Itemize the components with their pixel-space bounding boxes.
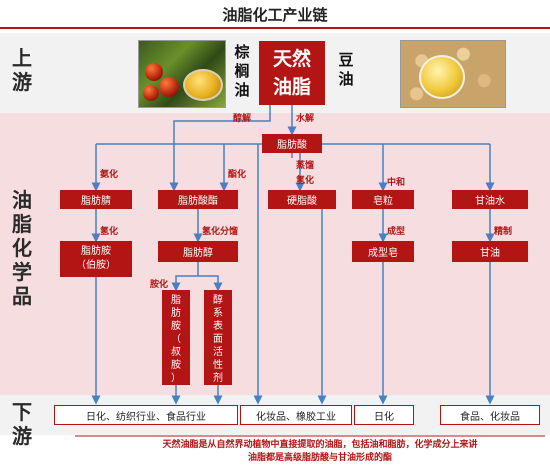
natural-oil-line2: 油脂 [272,76,311,98]
op-amination: 胺化 [150,280,169,290]
downstream-cosmetics-rubber: 化妆品、橡胶工业 [240,405,352,425]
node-stearic-acid: 硬脂酸 [268,190,336,209]
node-tertiary-amine: 脂肪胺（叔胺） [162,290,190,385]
footnote-line1: 天然油脂是从自然界动植物中直接提取的油脂，包括油和脂肪，化学成分上来讲 [162,440,478,450]
node-fatty-nitrile: 脂肪腈 [60,190,132,209]
node-primary-amine: 脂肪胺 （伯胺） [60,241,132,277]
op-forming: 成型 [387,227,406,237]
op-esterification: 酯化 [228,170,247,180]
primary-amine-line2: （伯胺） [76,260,116,271]
downstream-daily-chemicals: 日化 [354,405,414,425]
op-refining: 精制 [494,227,513,237]
op-hydrogenation: 氢化 [296,176,315,186]
node-fatty-ester: 脂肪酸酯 [158,190,238,209]
section-label-chemicals: 油脂化学品 [12,188,32,308]
natural-oil-line1: 天然 [272,48,311,70]
palm-fruit [159,77,179,97]
op-hydro-distillation: 氢化分馏 [202,227,239,237]
section-label-upstream: 上游 [12,46,32,94]
op-neutralization: 中和 [387,178,406,188]
node-fatty-acid: 脂肪酸 [262,134,322,153]
op-hydrogenation-nitrile: 氢化 [100,227,119,237]
oil-jar [419,55,465,99]
downstream-daily-textile-food: 日化、纺织行业、食品行业 [54,405,238,425]
op-hydrolysis: 水解 [296,114,315,124]
section-label-downstream: 下游 [12,400,32,448]
title-divider [0,27,550,29]
node-glycerin: 甘油 [452,241,528,262]
node-fatty-alcohol: 脂肪醇 [158,241,238,262]
node-alcohol-surfactant: 醇系表面活性剂 [204,290,232,385]
node-soap-pellet: 皂粒 [352,190,414,209]
primary-amine-line1: 脂肪胺 [81,246,111,257]
node-formed-soap: 成型皂 [352,241,414,262]
natural-oil-box: 天然 油脂 [259,41,325,105]
op-alcoholysis: 醇解 [233,114,252,124]
op-ammoniation: 氨化 [100,170,119,180]
downstream-food-cosmetics: 食品、化妆品 [440,405,540,425]
node-glycerin-water: 甘油水 [452,190,528,209]
palm-fruit [143,85,159,101]
palm-fruit [145,63,163,81]
soybean-image [400,40,506,108]
footnote-line2: 油脂都是高级脂肪酸与甘油形成的酯 [247,453,392,463]
source-label-soy: 豆油 [338,51,354,88]
op-distillation: 蒸馏 [296,161,315,171]
oil-bowl [183,69,223,101]
page-title: 油脂化工产业链 [222,6,328,24]
source-label-palm: 棕榈油 [234,43,250,99]
palm-fruit-image [138,40,226,108]
